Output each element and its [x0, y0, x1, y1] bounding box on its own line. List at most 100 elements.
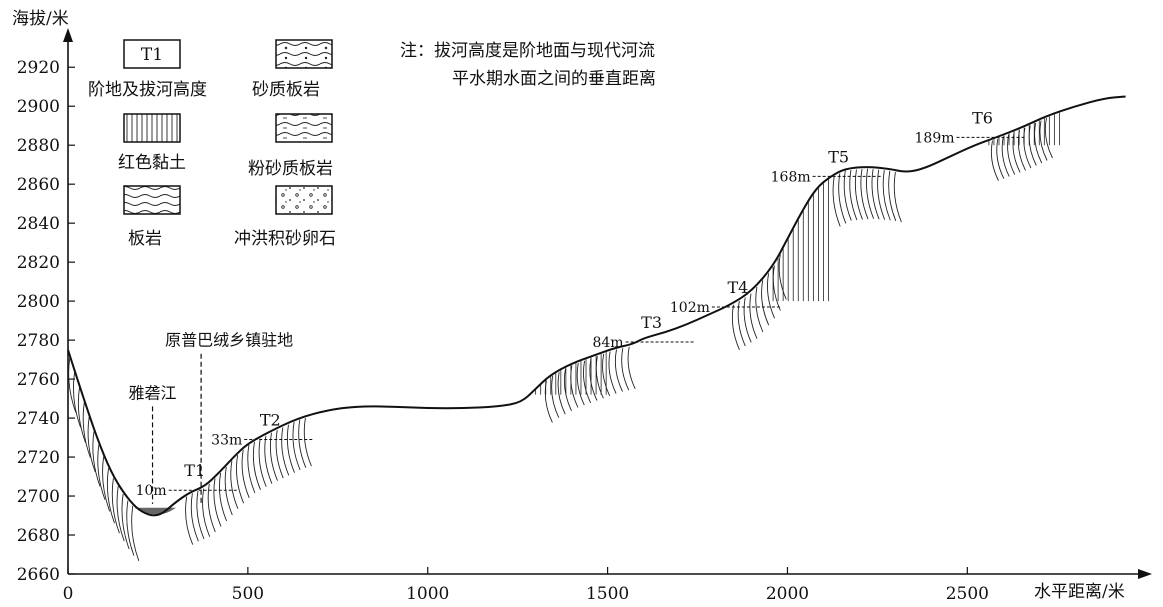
x-axis-title: 水平距离/米 — [1034, 582, 1125, 602]
stratum-line — [882, 170, 891, 221]
annotation-label: 原普巴绒乡镇驻地 — [165, 331, 293, 350]
stratum-line — [778, 254, 787, 300]
terrace-name: T6 — [972, 108, 993, 127]
stratum-line — [1034, 122, 1043, 164]
y-axis-title: 海拔/米 — [12, 9, 69, 29]
stratum-line — [102, 456, 111, 512]
legend-item-sandy-slate: 砂质板岩 — [252, 39, 333, 100]
x-tick-label: 1500 — [586, 584, 629, 604]
stratum-line — [213, 478, 222, 527]
rock-strata — [68, 112, 1060, 561]
stratum-line — [731, 304, 740, 350]
terrace-name: T5 — [828, 147, 849, 166]
terrace-height: 84m — [592, 335, 623, 351]
stratum-line — [557, 372, 566, 415]
legend-item-red-clay: 红色黏土 — [118, 113, 186, 173]
stratum-line — [82, 402, 91, 458]
note-line-2: 平水期水面之间的垂直距离 — [452, 69, 656, 89]
legend-item-silty-slate: 粉砂质板岩 — [248, 113, 333, 179]
x-tick-label: 500 — [232, 584, 264, 604]
stratum-line — [761, 280, 770, 326]
x-tick-label: 2500 — [946, 584, 989, 604]
y-tick-label: 2900 — [17, 97, 60, 117]
stratum-line — [551, 375, 560, 418]
stratum-line — [97, 444, 106, 500]
stratum-line — [1044, 117, 1053, 159]
y-axis-arrow — [63, 28, 73, 42]
stratum-line — [196, 490, 205, 540]
axes: 海拔/米 水平距离/米 2660268027002720274027602780… — [12, 9, 1152, 604]
stratum-line — [877, 169, 886, 220]
legend-item-terrace: T1 阶地及拔河高度 — [88, 39, 207, 100]
stratum-line — [241, 449, 250, 498]
legend-item-slate: 板岩 — [123, 185, 181, 249]
legend-label-silty-slate: 粉砂质板岩 — [248, 159, 333, 179]
stratum-line — [743, 297, 752, 343]
legend-label-red-clay: 红色黏土 — [118, 153, 186, 173]
stratum-line — [589, 358, 598, 401]
stratum-line — [990, 140, 999, 181]
stratum-line — [190, 493, 199, 542]
river-water — [134, 507, 176, 515]
terrace-height: 10m — [136, 483, 167, 499]
stratum-line — [207, 483, 216, 533]
x-tick-label: 2000 — [766, 584, 809, 604]
annotation-label: 雅砻江 — [129, 383, 177, 402]
stratum-line — [627, 346, 636, 389]
stratum-line — [106, 468, 115, 524]
legend-swatch-sandy-slate — [275, 39, 333, 69]
y-tick-label: 2700 — [17, 487, 60, 507]
stratum-line — [303, 418, 312, 467]
y-tick-label: 2660 — [17, 565, 60, 585]
y-tick-label: 2800 — [17, 292, 60, 312]
legend-symbol-t1: T1 — [141, 45, 163, 65]
stratum-line — [838, 173, 847, 224]
stratum-line — [230, 460, 239, 509]
stratum-line — [252, 441, 261, 490]
legend-item-gravel: 冲洪积砂卵石 — [234, 185, 336, 249]
stratum-line — [68, 357, 77, 413]
stratum-line — [111, 478, 120, 534]
stratum-line — [614, 349, 623, 392]
stratum-line — [1001, 136, 1010, 177]
stratum-line — [1028, 125, 1037, 166]
terrace-height: 189m — [915, 130, 955, 146]
note: 注：拔河高度是阶地面与现代河流 平水期水面之间的垂直距离 — [400, 41, 656, 89]
stratum-line — [767, 273, 776, 319]
legend-swatch-red-clay — [123, 113, 181, 143]
stratum-line — [258, 438, 267, 487]
stratum-line — [595, 356, 604, 399]
stratum-line — [602, 353, 611, 397]
stratum-line — [236, 455, 245, 504]
stratum-line — [185, 496, 194, 545]
x-axis-arrow — [1138, 569, 1152, 579]
legend-swatch-gravel — [275, 185, 333, 215]
y-tick-label: 2760 — [17, 370, 60, 390]
stratum-line — [888, 170, 897, 222]
legend: T1 阶地及拔河高度 砂质板岩 红色黏土 粉砂质板岩 板岩 冲洪积砂卵石 — [88, 39, 336, 249]
stratum-line — [749, 293, 758, 339]
stratum-line — [860, 169, 869, 220]
stratum-line — [866, 168, 875, 219]
stratum-line — [202, 488, 211, 537]
y-tick-label: 2880 — [17, 136, 60, 156]
stratum-line — [116, 486, 125, 542]
y-tick-label: 2840 — [17, 214, 60, 234]
stratum-line — [832, 176, 841, 227]
stratum-line — [608, 351, 617, 394]
x-tick-label: 1000 — [406, 584, 449, 604]
stratum-line — [737, 301, 746, 347]
stratum-line — [583, 360, 592, 403]
stratum-line — [131, 505, 140, 561]
stratum-line — [871, 169, 880, 220]
stratum-line — [843, 170, 852, 221]
stratum-line — [1039, 120, 1048, 161]
legend-swatch-slate — [123, 185, 181, 215]
stratum-line — [996, 138, 1005, 179]
y-tick-label: 2720 — [17, 448, 60, 468]
stratum-line — [563, 368, 572, 411]
stratum-line — [621, 348, 630, 391]
stratum-line — [126, 500, 135, 556]
legend-label-terrace: 阶地及拔河高度 — [88, 80, 207, 100]
